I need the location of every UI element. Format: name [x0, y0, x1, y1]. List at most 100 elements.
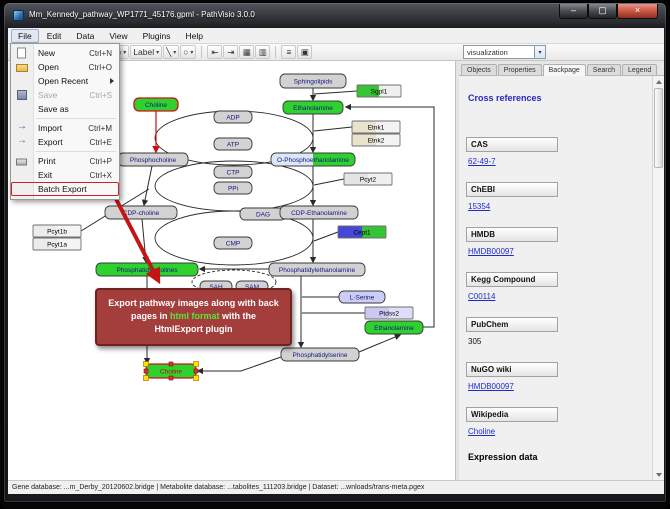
node-dag[interactable]: DAG [239, 207, 287, 221]
node-sgpl1[interactable]: Sgpl1 [356, 84, 402, 98]
menu-edit[interactable]: Edit [46, 30, 62, 41]
selection-handle[interactable] [143, 368, 149, 374]
selection-handle[interactable] [168, 375, 174, 381]
node-o-phosphoethanolamine[interactable]: O-Phosphoethanolamine [270, 152, 356, 167]
node-ppi[interactable]: PPi [213, 181, 253, 195]
align-right-icon[interactable]: ⇥ [223, 45, 239, 59]
selection-handle[interactable] [193, 361, 199, 367]
menu-item-label: Batch Export [38, 184, 87, 194]
pathway-edge[interactable] [313, 178, 345, 186]
selection-handle[interactable] [143, 361, 149, 367]
label-tool-button[interactable]: Label [130, 45, 163, 59]
close-button[interactable]: × [617, 4, 658, 19]
file-menu-item-open-recent[interactable]: Open Recent [11, 74, 119, 88]
titlebar[interactable]: Mm_Kennedy_pathway_WP1771_45176.gpml - P… [4, 3, 666, 28]
node-cept1[interactable]: Cept1 [337, 225, 387, 239]
node-choline-selected[interactable]: Choline [143, 361, 199, 381]
maximize-button[interactable]: ▢ [588, 4, 617, 19]
xref-id-nugo-wiki[interactable]: HMDB00097 [468, 382, 514, 391]
node-ctp[interactable]: CTP [213, 165, 253, 179]
node-l-serine[interactable]: L-Serine [338, 290, 386, 304]
scroll-up-button[interactable] [653, 76, 664, 87]
xref-id-chebi[interactable]: 15354 [468, 202, 491, 211]
visualization-combo[interactable]: visualization [463, 45, 546, 59]
node-phosphatidylserine[interactable]: Phosphatidylserine [280, 347, 360, 362]
menu-plugins[interactable]: Plugins [142, 30, 171, 41]
app-window: Mm_Kennedy_pathway_WP1771_45176.gpml - P… [3, 2, 667, 503]
menu-file[interactable]: File [11, 28, 39, 43]
node-atp[interactable]: ATP [213, 137, 253, 151]
node-pcyt1a[interactable]: Pcyt1a [32, 237, 82, 251]
node-sphingolipids[interactable]: Sphingolipids [279, 73, 347, 89]
pathway-edge[interactable] [344, 103, 435, 328]
svg-text:Choline: Choline [160, 368, 182, 375]
pathway-edge[interactable] [358, 333, 402, 353]
tab-backpage[interactable]: Backpage [542, 64, 586, 76]
menu-view[interactable]: View [109, 30, 128, 41]
tab-search[interactable]: Search [586, 64, 621, 75]
node-ethanolamine[interactable]: Ethanolamine [282, 100, 344, 115]
node-phosphocholine[interactable]: Phosphocholine [117, 152, 189, 167]
shape-tool-icon[interactable]: ○ [180, 45, 197, 59]
xref-id-hmdb[interactable]: HMDB00097 [468, 247, 514, 256]
visualization-dropdown-icon[interactable] [534, 46, 545, 58]
node-pcyt2[interactable]: Pcyt2 [343, 172, 393, 186]
panel-splitter[interactable] [456, 61, 459, 480]
file-menu-item-save-as[interactable]: Save as [11, 102, 119, 116]
node-phosphatidylethanolamine[interactable]: Phosphatidylethanolamine [268, 262, 366, 277]
menu-data[interactable]: Data [76, 30, 95, 41]
tab-legend[interactable]: Legend [621, 64, 658, 75]
app-icon [13, 10, 24, 21]
xref-id-wikipedia[interactable]: Choline [468, 427, 496, 436]
pathway-edge[interactable] [141, 218, 149, 264]
tab-objects[interactable]: Objects [461, 64, 497, 75]
node-ptdss2[interactable]: Ptdss2 [364, 306, 414, 320]
node-adp[interactable]: ADP [213, 110, 253, 124]
node-etnk2[interactable]: Etnk2 [351, 133, 401, 147]
stack-icon[interactable]: ≡ [281, 45, 297, 59]
selection-handle[interactable] [193, 368, 199, 374]
node-phosphatidylcholines[interactable]: Phosphatidylcholines [95, 262, 199, 277]
node-cdp-choline[interactable]: CDP-choline [104, 205, 178, 220]
svg-text:Pcyt1a: Pcyt1a [47, 241, 67, 248]
sidebar-scrollbar[interactable] [652, 76, 664, 480]
line-tool-icon[interactable]: ╲ [163, 45, 180, 59]
selection-handle[interactable] [193, 375, 199, 381]
node-choline[interactable]: Choline [133, 97, 179, 112]
pathway-edge[interactable] [313, 90, 358, 95]
node-pcyt1b[interactable]: Pcyt1b [32, 224, 82, 238]
node-ethanolamine-2[interactable]: Ethanolamine [364, 320, 424, 335]
group-icon[interactable]: ▣ [297, 45, 313, 59]
scrollbar-thumb[interactable] [654, 88, 663, 168]
pathway-edge[interactable] [313, 126, 353, 132]
svg-text:Phosphatidylserine: Phosphatidylserine [293, 352, 348, 359]
pathway-edge[interactable] [313, 231, 339, 242]
selection-handle[interactable] [143, 375, 149, 381]
menu-help[interactable]: Help [185, 30, 203, 41]
xref-id-kegg-compound[interactable]: C00114 [468, 292, 496, 301]
svg-text:CDP-Ethanolamine: CDP-Ethanolamine [291, 210, 347, 217]
file-menu-item-batch-export[interactable]: Batch Export [11, 182, 119, 196]
selection-handle[interactable] [168, 361, 174, 367]
node-cdp-ethanolamine[interactable]: CDP-Ethanolamine [279, 205, 359, 220]
pathway-edge[interactable] [141, 165, 153, 207]
minimize-button[interactable]: – [559, 4, 588, 19]
tab-properties[interactable]: Properties [497, 64, 542, 75]
scroll-down-button[interactable] [653, 469, 664, 480]
pathway-edge[interactable] [196, 356, 282, 375]
xref-id-cas[interactable]: 62-49-7 [468, 157, 496, 166]
distribute-icon[interactable]: ▥ [255, 45, 271, 59]
align-grid-icon[interactable]: ▦ [239, 45, 255, 59]
down-arrow-icon [655, 472, 662, 477]
node-cmp[interactable]: CMP [213, 236, 253, 250]
svg-text:SAH: SAH [209, 284, 223, 291]
align-left-icon[interactable]: ⇤ [207, 45, 223, 59]
node-etnk1[interactable]: Etnk1 [351, 120, 401, 134]
